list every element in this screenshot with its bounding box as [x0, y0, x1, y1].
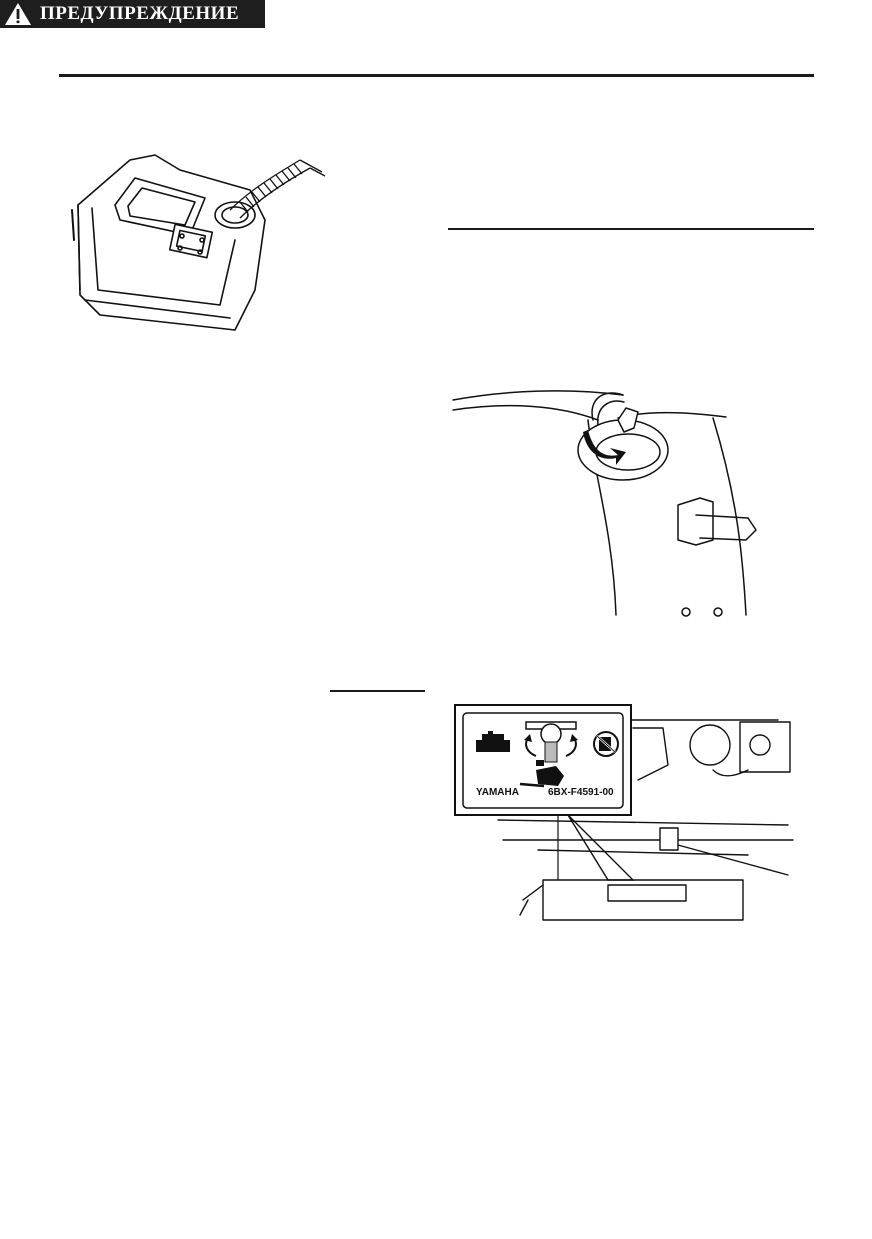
warning-label: ПРЕДУПРЕЖДЕНИЕ [40, 3, 240, 24]
engine-icon [519, 760, 564, 788]
fuel-can-illustration [71, 154, 326, 331]
fuel-cap-vent-illustration [452, 390, 757, 617]
fuel-cock-label-illustration: YAMAHA 6BX-F4591-00 [454, 704, 794, 921]
section-rule [448, 228, 814, 230]
valve-lever-icon [524, 721, 578, 763]
label-part-number: 6BX-F4591-00 [548, 787, 614, 798]
fuel-tank-icon [476, 731, 510, 752]
warning-triangle-icon [5, 3, 31, 25]
no-fuel-icon [593, 731, 619, 757]
warning-badge: ПРЕДУПРЕЖДЕНИЕ [0, 0, 265, 28]
label-brand: YAMAHA [476, 787, 519, 798]
top-rule [59, 74, 814, 77]
warning-rule [330, 690, 425, 692]
